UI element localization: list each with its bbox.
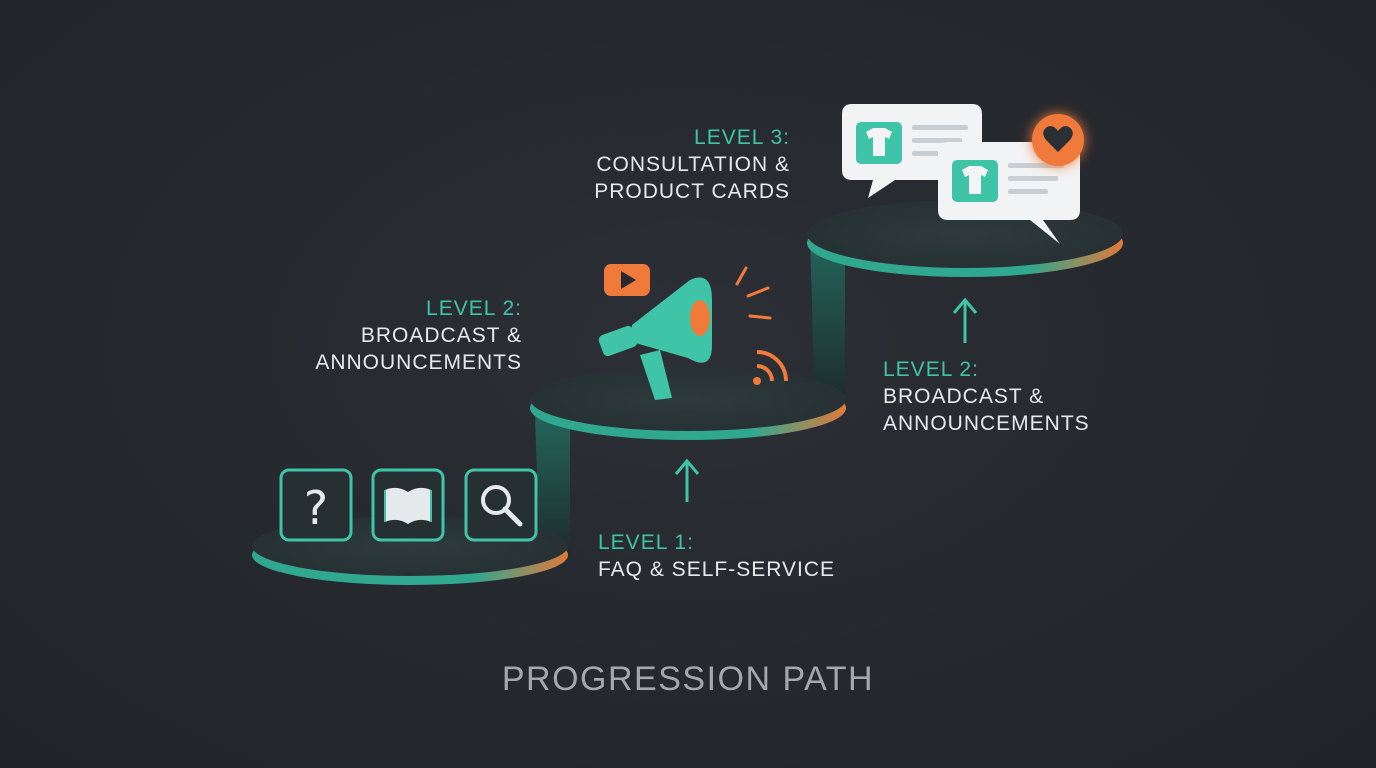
book-icon xyxy=(371,468,445,542)
heart-icon xyxy=(1032,114,1084,166)
megaphone-icon xyxy=(598,277,712,400)
level-1-text: FAQ & SELF-SERVICE xyxy=(598,558,836,581)
arrow-up-icon xyxy=(952,297,978,343)
path-risers xyxy=(535,240,845,560)
label-level-2-left: LEVEL 2: BROADCAST & ANNOUNCEMENTS xyxy=(270,295,522,376)
level-2-right-title: LEVEL 2: xyxy=(883,358,979,381)
label-level-3: LEVEL 3: CONSULTATION & PRODUCT CARDS xyxy=(540,124,790,205)
level-2-right-text: BROADCAST & ANNOUNCEMENTS xyxy=(883,385,1090,435)
label-level-1: LEVEL 1: FAQ & SELF-SERVICE xyxy=(598,529,878,583)
search-icon xyxy=(464,468,538,542)
svg-text:?: ? xyxy=(304,481,328,535)
signal-icon xyxy=(735,266,788,385)
label-level-2-right: LEVEL 2: BROADCAST & ANNOUNCEMENTS xyxy=(883,356,1143,437)
footer-title: PROGRESSION PATH xyxy=(501,660,875,698)
arrow-up-icon xyxy=(674,458,700,502)
level-1-title: LEVEL 1: xyxy=(598,531,694,554)
level-2-left-title: LEVEL 2: xyxy=(426,297,522,320)
product-card-icon xyxy=(938,142,1080,244)
level-3-title: LEVEL 3: xyxy=(694,126,790,149)
platform-level-2 xyxy=(530,367,846,440)
level-3-text: CONSULTATION & PRODUCT CARDS xyxy=(594,153,790,203)
level-2-left-text: BROADCAST & ANNOUNCEMENTS xyxy=(315,324,522,374)
question-icon: ? xyxy=(279,468,353,542)
play-icon xyxy=(604,264,650,296)
